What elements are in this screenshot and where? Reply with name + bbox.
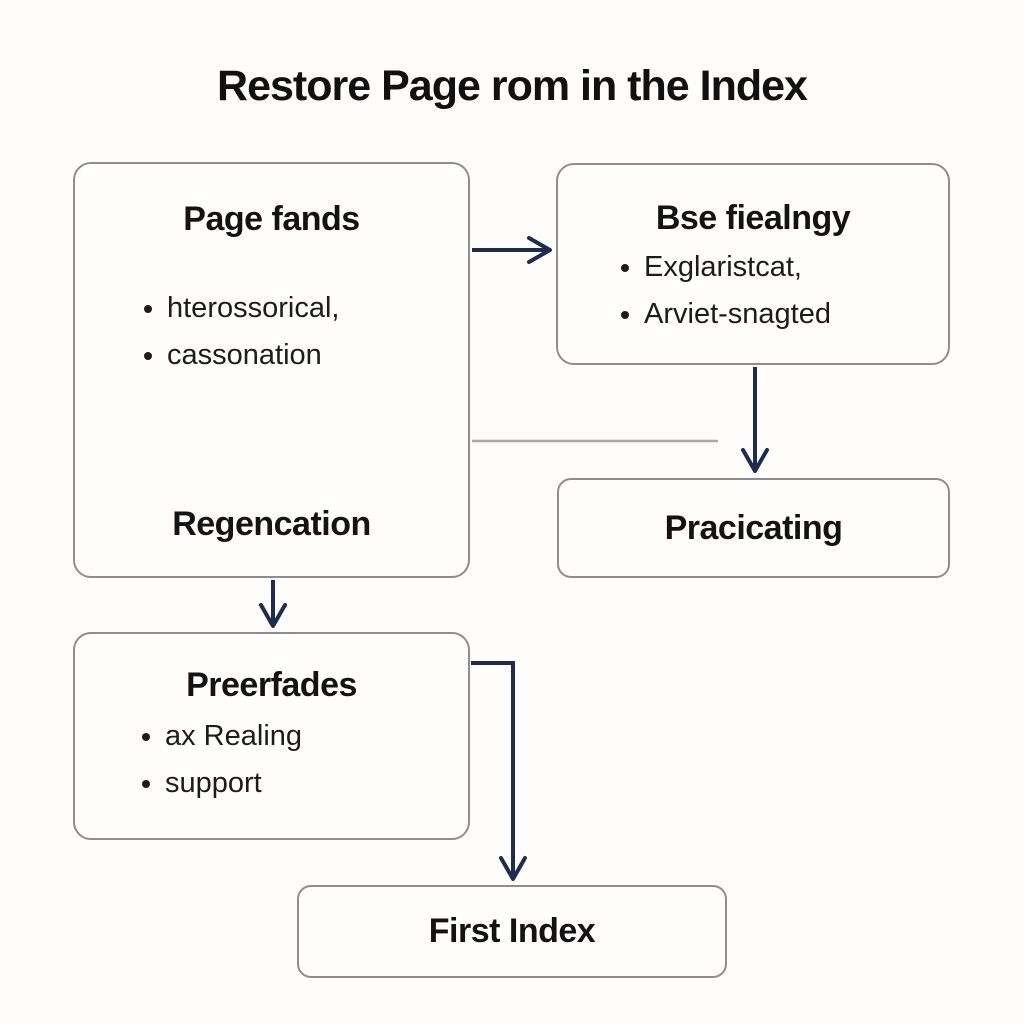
- bullet-item: cassonation: [167, 332, 468, 379]
- node-bse-fiealngy-bullet-list: Exglaristcat, Arviet-snagted: [558, 244, 948, 338]
- node-first-index-heading: First Index: [428, 912, 596, 950]
- node-page-fands-bullet-list: hterossorical, cassonation: [75, 285, 468, 379]
- node-page-fands-footer: Regencation: [172, 505, 371, 543]
- node-preerfades-heading: Preerfades: [186, 666, 357, 704]
- node-preerfades: Preerfades ax Realing support: [73, 632, 470, 840]
- node-pracicating: Pracicating: [557, 478, 950, 578]
- node-preerfades-bullet-list: ax Realing support: [75, 713, 468, 807]
- node-first-index: First Index: [297, 885, 727, 978]
- bullet-item: Exglaristcat,: [644, 244, 948, 291]
- bullet-item: support: [165, 760, 468, 807]
- diagram-title: Restore Page rom in the Index: [217, 62, 808, 110]
- node-bse-fiealngy-heading: Bse fiealngy: [655, 199, 851, 237]
- arrow-preerfades-to-first-index-icon: [471, 661, 527, 881]
- node-bse-fiealngy: Bse fiealngy Exglaristcat, Arviet-snagte…: [556, 163, 950, 365]
- node-page-fands-heading: Page fands: [183, 200, 360, 238]
- node-page-fands: Page fands hterossorical, cassonation Re…: [73, 162, 470, 578]
- node-pracicating-heading: Pracicating: [664, 509, 843, 547]
- bullet-item: Arviet-snagted: [644, 291, 948, 338]
- bullet-item: hterossorical,: [167, 285, 468, 332]
- bullet-item: ax Realing: [165, 713, 468, 760]
